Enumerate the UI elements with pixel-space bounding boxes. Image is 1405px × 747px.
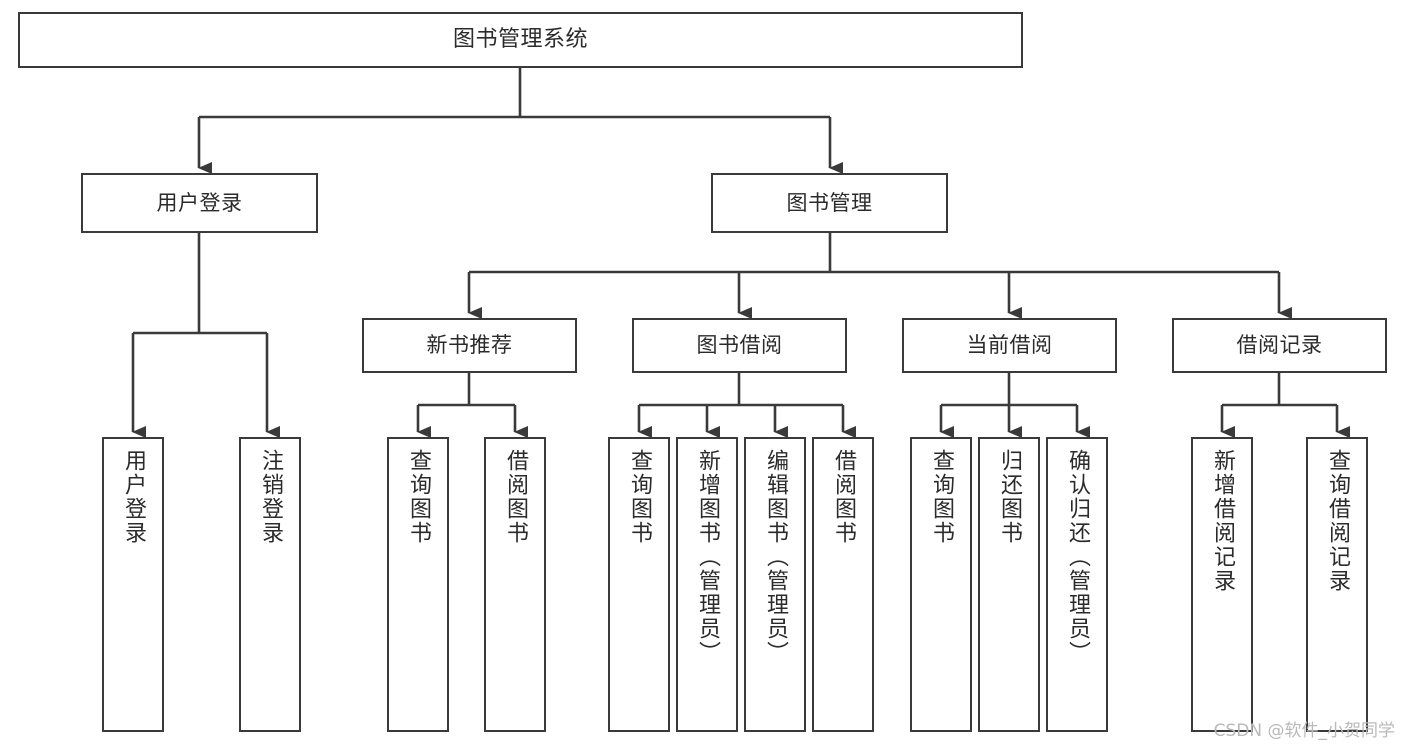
leaf-book-borrow-0-label: 查询图书 [627,449,652,545]
leaf-current-borrow-1[interactable]: 归还图书 [978,437,1040,732]
node-root-label: 图书管理系统 [452,27,588,53]
leaf-new-book-recommend-0[interactable]: 查询图书 [387,437,449,732]
leaf-new-book-recommend-0-label: 查询图书 [406,449,431,545]
leaf-book-borrow-2-label: 编辑图书（管理员） [763,449,788,665]
leaf-user-login-1[interactable]: 注销登录 [239,437,301,732]
leaf-user-login-0[interactable]: 用户登录 [102,437,164,732]
node-book-management[interactable]: 图书管理 [711,173,948,233]
node-borrow-record-label: 借阅记录 [1236,333,1323,358]
leaf-new-book-recommend-1[interactable]: 借阅图书 [484,437,546,732]
node-new-book-recommend-label: 新书推荐 [426,333,513,358]
leaf-book-borrow-0[interactable]: 查询图书 [608,437,670,732]
leaf-current-borrow-2[interactable]: 确认归还（管理员） [1046,437,1108,732]
leaf-borrow-record-1-label: 查询借阅记录 [1325,449,1350,593]
csdn-watermark: CSDN @软件_小贺同学 [1213,721,1395,741]
leaf-book-borrow-3[interactable]: 借阅图书 [812,437,874,732]
node-new-book-recommend[interactable]: 新书推荐 [362,318,577,373]
leaf-book-borrow-1-label: 新增图书（管理员） [695,449,720,665]
node-user-login-label: 用户登录 [156,190,243,215]
leaf-user-login-0-label: 用户登录 [121,449,146,545]
node-current-borrow-label: 当前借阅 [966,333,1053,358]
node-book-borrow-label: 图书借阅 [696,333,783,358]
leaf-current-borrow-0[interactable]: 查询图书 [910,437,972,732]
leaf-book-borrow-3-label: 借阅图书 [831,449,856,545]
leaf-borrow-record-0[interactable]: 新增借阅记录 [1191,437,1253,732]
node-book-management-label: 图书管理 [786,190,873,215]
node-current-borrow[interactable]: 当前借阅 [902,318,1117,373]
leaf-borrow-record-0-label: 新增借阅记录 [1210,449,1235,593]
leaf-current-borrow-0-label: 查询图书 [929,449,954,545]
leaf-book-borrow-2[interactable]: 编辑图书（管理员） [744,437,806,732]
leaf-current-borrow-1-label: 归还图书 [997,449,1022,545]
leaf-borrow-record-1[interactable]: 查询借阅记录 [1306,437,1368,732]
leaf-user-login-1-label: 注销登录 [258,449,283,545]
node-book-borrow[interactable]: 图书借阅 [632,318,847,373]
leaf-book-borrow-1[interactable]: 新增图书（管理员） [676,437,738,732]
node-borrow-record[interactable]: 借阅记录 [1172,318,1387,373]
leaf-current-borrow-2-label: 确认归还（管理员） [1065,449,1090,665]
node-user-login[interactable]: 用户登录 [81,173,318,233]
leaf-new-book-recommend-1-label: 借阅图书 [503,449,528,545]
node-root-book-management-system[interactable]: 图书管理系统 [18,12,1023,68]
